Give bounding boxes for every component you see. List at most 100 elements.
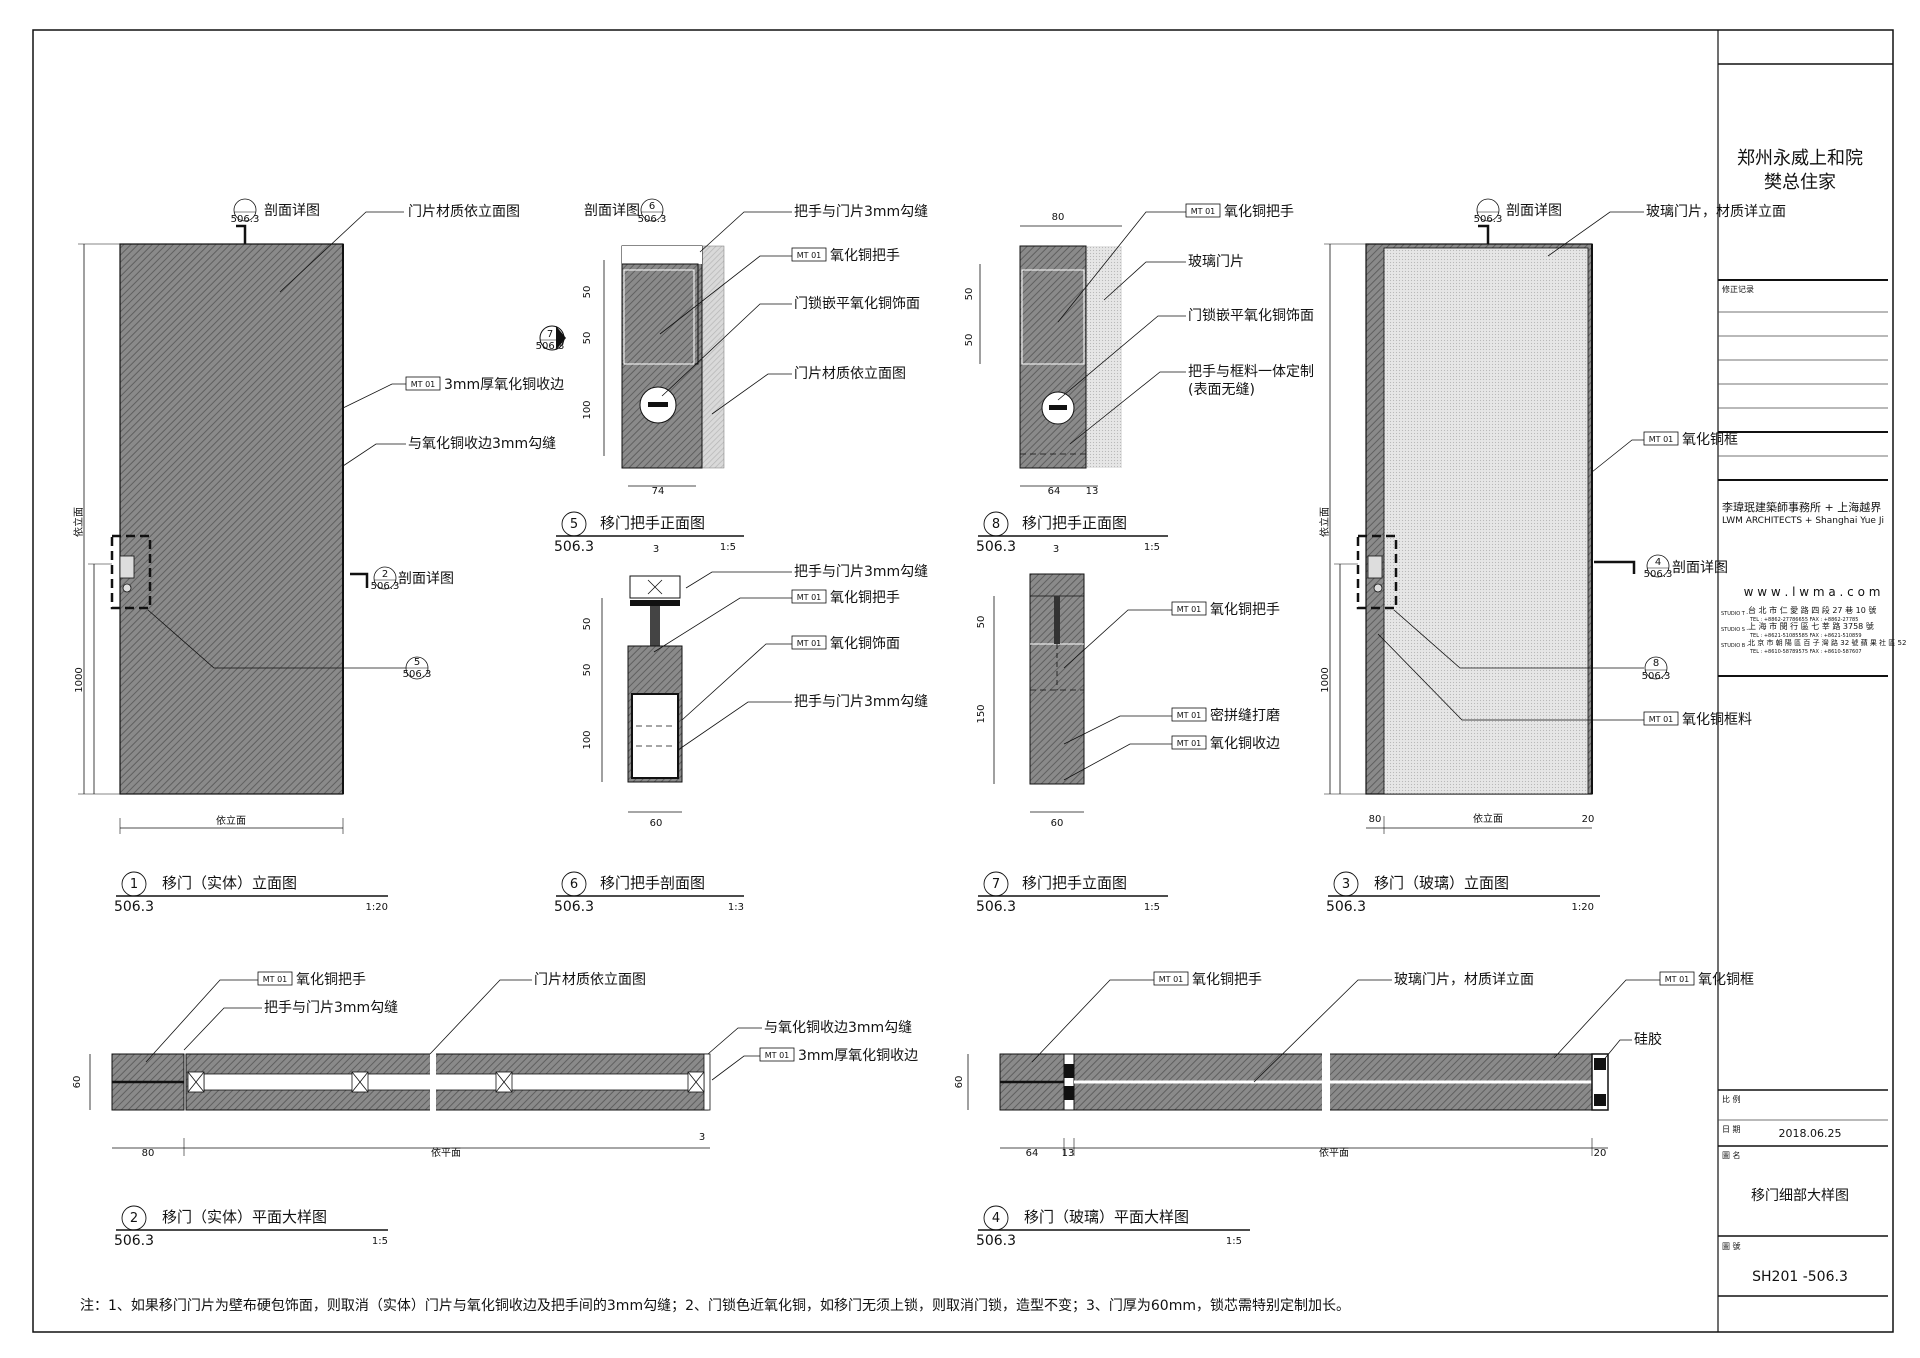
svg-text:100: 100	[582, 730, 593, 749]
svg-text:把手与门片3mm勾缝: 把手与门片3mm勾缝	[794, 564, 928, 580]
dim-per-elev: 依立面	[72, 507, 85, 537]
svg-text:移门把手正面图: 移门把手正面图	[1022, 514, 1127, 532]
svg-text:80: 80	[142, 1148, 155, 1159]
svg-text:氧化铜框: 氧化铜框	[1698, 972, 1754, 988]
view-5-handle-front: 剖面详图 6 506.3 50 50 100 74 把手与门片3mm勾缝 MT …	[554, 198, 928, 555]
svg-text:把手与门片3mm勾缝: 把手与门片3mm勾缝	[794, 694, 928, 710]
svg-text:1:5: 1:5	[372, 1236, 388, 1247]
svg-text:506.3: 506.3	[371, 581, 400, 592]
svg-text:移门（玻璃）平面大样图: 移门（玻璃）平面大样图	[1024, 1208, 1189, 1226]
svg-text:50: 50	[582, 664, 593, 677]
drawing-name: 移门细部大样图	[1751, 1188, 1849, 1204]
general-note: 注：1、如果移门门片为壁布硬包饰面，则取消（实体）门片与氧化铜收边及把手间的3m…	[80, 1297, 1350, 1314]
title-block: 郑州永威上和院 樊总住家 修正记录 李瑋珉建築師事務所 + 上海越界 LWM A…	[1718, 63, 1906, 1297]
svg-text:6: 6	[649, 201, 655, 212]
door-panel-solid	[119, 243, 344, 795]
project-name-line2: 樊总住家	[1764, 172, 1836, 193]
svg-text:506.3: 506.3	[1326, 899, 1366, 915]
svg-text:3: 3	[1342, 877, 1350, 892]
view-7-handle-elevation: 50 150 3 60 MT 01 氧化铜把手 MT 01 密拼缝打磨 MT 0…	[976, 544, 1280, 915]
svg-text:剖面详图: 剖面详图	[1672, 560, 1728, 576]
svg-text:MT 01: MT 01	[1649, 715, 1674, 724]
svg-text:20: 20	[1594, 1148, 1607, 1159]
drawing-no-label: 圖 號	[1722, 1241, 1741, 1251]
svg-text:506.3: 506.3	[231, 214, 260, 225]
svg-text:MT 01: MT 01	[1177, 605, 1202, 614]
svg-text:依立面: 依立面	[216, 814, 246, 827]
project-name-line1: 郑州永威上和院	[1737, 148, 1863, 169]
svg-text:剖面详图: 剖面详图	[398, 571, 454, 587]
svg-text:门锁嵌平氧化铜饰面: 门锁嵌平氧化铜饰面	[1188, 308, 1314, 324]
studio-addr-s: 上 海 市 閔 行 區 七 莘 路 3758 號	[1748, 621, 1874, 631]
label-copper-handle: 氧化铜把手	[830, 248, 900, 264]
section-arrow-7: 7 506.3	[536, 325, 566, 352]
label-handle-frame: 把手与框料一体定制	[1188, 364, 1314, 380]
svg-text:506.3: 506.3	[114, 1233, 154, 1249]
svg-text:50: 50	[976, 616, 987, 629]
svg-text:7: 7	[992, 877, 1000, 892]
scale-label: 比 例	[1722, 1094, 1741, 1104]
dim-per-plan: 依平面	[431, 1146, 461, 1159]
svg-text:506.3: 506.3	[976, 539, 1016, 555]
revision-label: 修正记录	[1722, 284, 1754, 294]
studio-tel-t: TEL : +8862-27786655 FAX : +8862-27785	[1749, 617, 1858, 623]
svg-text:MT 01: MT 01	[263, 975, 288, 984]
studio-addr-b: 北 京 市 朝 陽 區 百 子 灣 路 32 號 蘋 果 社 區 52	[1748, 638, 1906, 647]
svg-text:5: 5	[570, 517, 578, 532]
svg-text:506.3: 506.3	[536, 341, 565, 352]
svg-text:2: 2	[130, 1211, 138, 1226]
drawing-number: SH201 -506.3	[1752, 1269, 1848, 1285]
svg-text:MT 01: MT 01	[1159, 975, 1184, 984]
svg-text:50: 50	[582, 618, 593, 631]
studio-tel-b: TEL : +8610-58789575 FAX : +8610-587607	[1749, 649, 1862, 655]
date-label: 日 期	[1722, 1125, 1741, 1134]
svg-text:60: 60	[1051, 818, 1064, 829]
label-gap-with-trim: 与氧化铜收边3mm勾缝	[408, 436, 556, 452]
svg-text:氧化铜把手: 氧化铜把手	[1210, 602, 1280, 618]
label-glass-door: 玻璃门片	[1188, 253, 1244, 270]
svg-text:80: 80	[1369, 814, 1382, 825]
label-tight-seam: 密拼缝打磨	[1210, 707, 1280, 724]
svg-text:60: 60	[72, 1076, 83, 1089]
svg-text:移门（实体）平面大样图: 移门（实体）平面大样图	[162, 1208, 327, 1226]
view-1-title: 1 506.3 移门（实体）立面图 1:20	[114, 871, 388, 915]
svg-text:8: 8	[1653, 658, 1659, 669]
svg-text:1:3: 1:3	[728, 902, 744, 913]
svg-text:MT 01: MT 01	[1665, 975, 1690, 984]
label-trim-3mm: 3mm厚氧化铜收边	[444, 377, 564, 393]
svg-text:氧化铜把手: 氧化铜把手	[1224, 204, 1294, 220]
studio-tel-s: TEL : +8621-51085585 FAX : +8621-510859	[1749, 633, 1862, 639]
svg-text:5: 5	[414, 657, 420, 668]
svg-text:MT 01: MT 01	[1177, 739, 1202, 748]
label-handle-gap: 把手与门片3mm勾缝	[794, 204, 928, 220]
svg-text:移门把手剖面图: 移门把手剖面图	[600, 874, 705, 892]
svg-text:506.3: 506.3	[1474, 214, 1503, 225]
svg-text:4: 4	[1655, 557, 1661, 568]
svg-text:506.3: 506.3	[976, 1233, 1016, 1249]
svg-text:门片材质依立面图: 门片材质依立面图	[794, 366, 906, 382]
svg-text:氧化铜把手: 氧化铜把手	[1192, 972, 1262, 988]
svg-text:氧化铜把手: 氧化铜把手	[296, 972, 366, 988]
label-section-detail: 剖面详图	[264, 203, 320, 219]
svg-text:剖面详图: 剖面详图	[584, 203, 640, 219]
svg-text:80: 80	[1052, 212, 1065, 223]
svg-text:1:5: 1:5	[1144, 902, 1160, 913]
svg-text:50: 50	[964, 334, 975, 347]
svg-text:13: 13	[1062, 1148, 1075, 1159]
view-4-glass-door-plan: 60 64 13 依平面 20 MT 01 氧化铜把手 玻璃门片，材质详立面 M…	[954, 971, 1754, 1249]
label-copper-trim: 氧化铜收边	[1210, 736, 1280, 752]
svg-text:3: 3	[653, 544, 659, 555]
svg-text:506.3: 506.3	[554, 539, 594, 555]
svg-text:MT 01: MT 01	[765, 1051, 790, 1060]
label-glass-door-elev: 玻璃门片，材质详立面	[1646, 203, 1786, 220]
label-copper-frame-mat: 氧化铜框料	[1682, 712, 1752, 728]
svg-text:1:5: 1:5	[1226, 1236, 1242, 1247]
svg-text:1:20: 1:20	[1572, 902, 1594, 913]
svg-text:13: 13	[1086, 486, 1099, 497]
svg-text:1:20: 1:20	[366, 902, 388, 913]
svg-text:60: 60	[650, 818, 663, 829]
studio-addr-t: 台 北 市 仁 愛 路 四 段 27 巷 10 號	[1748, 605, 1876, 615]
svg-text:MT 01: MT 01	[1191, 207, 1216, 216]
label-silicone: 硅胶	[1634, 1031, 1662, 1048]
